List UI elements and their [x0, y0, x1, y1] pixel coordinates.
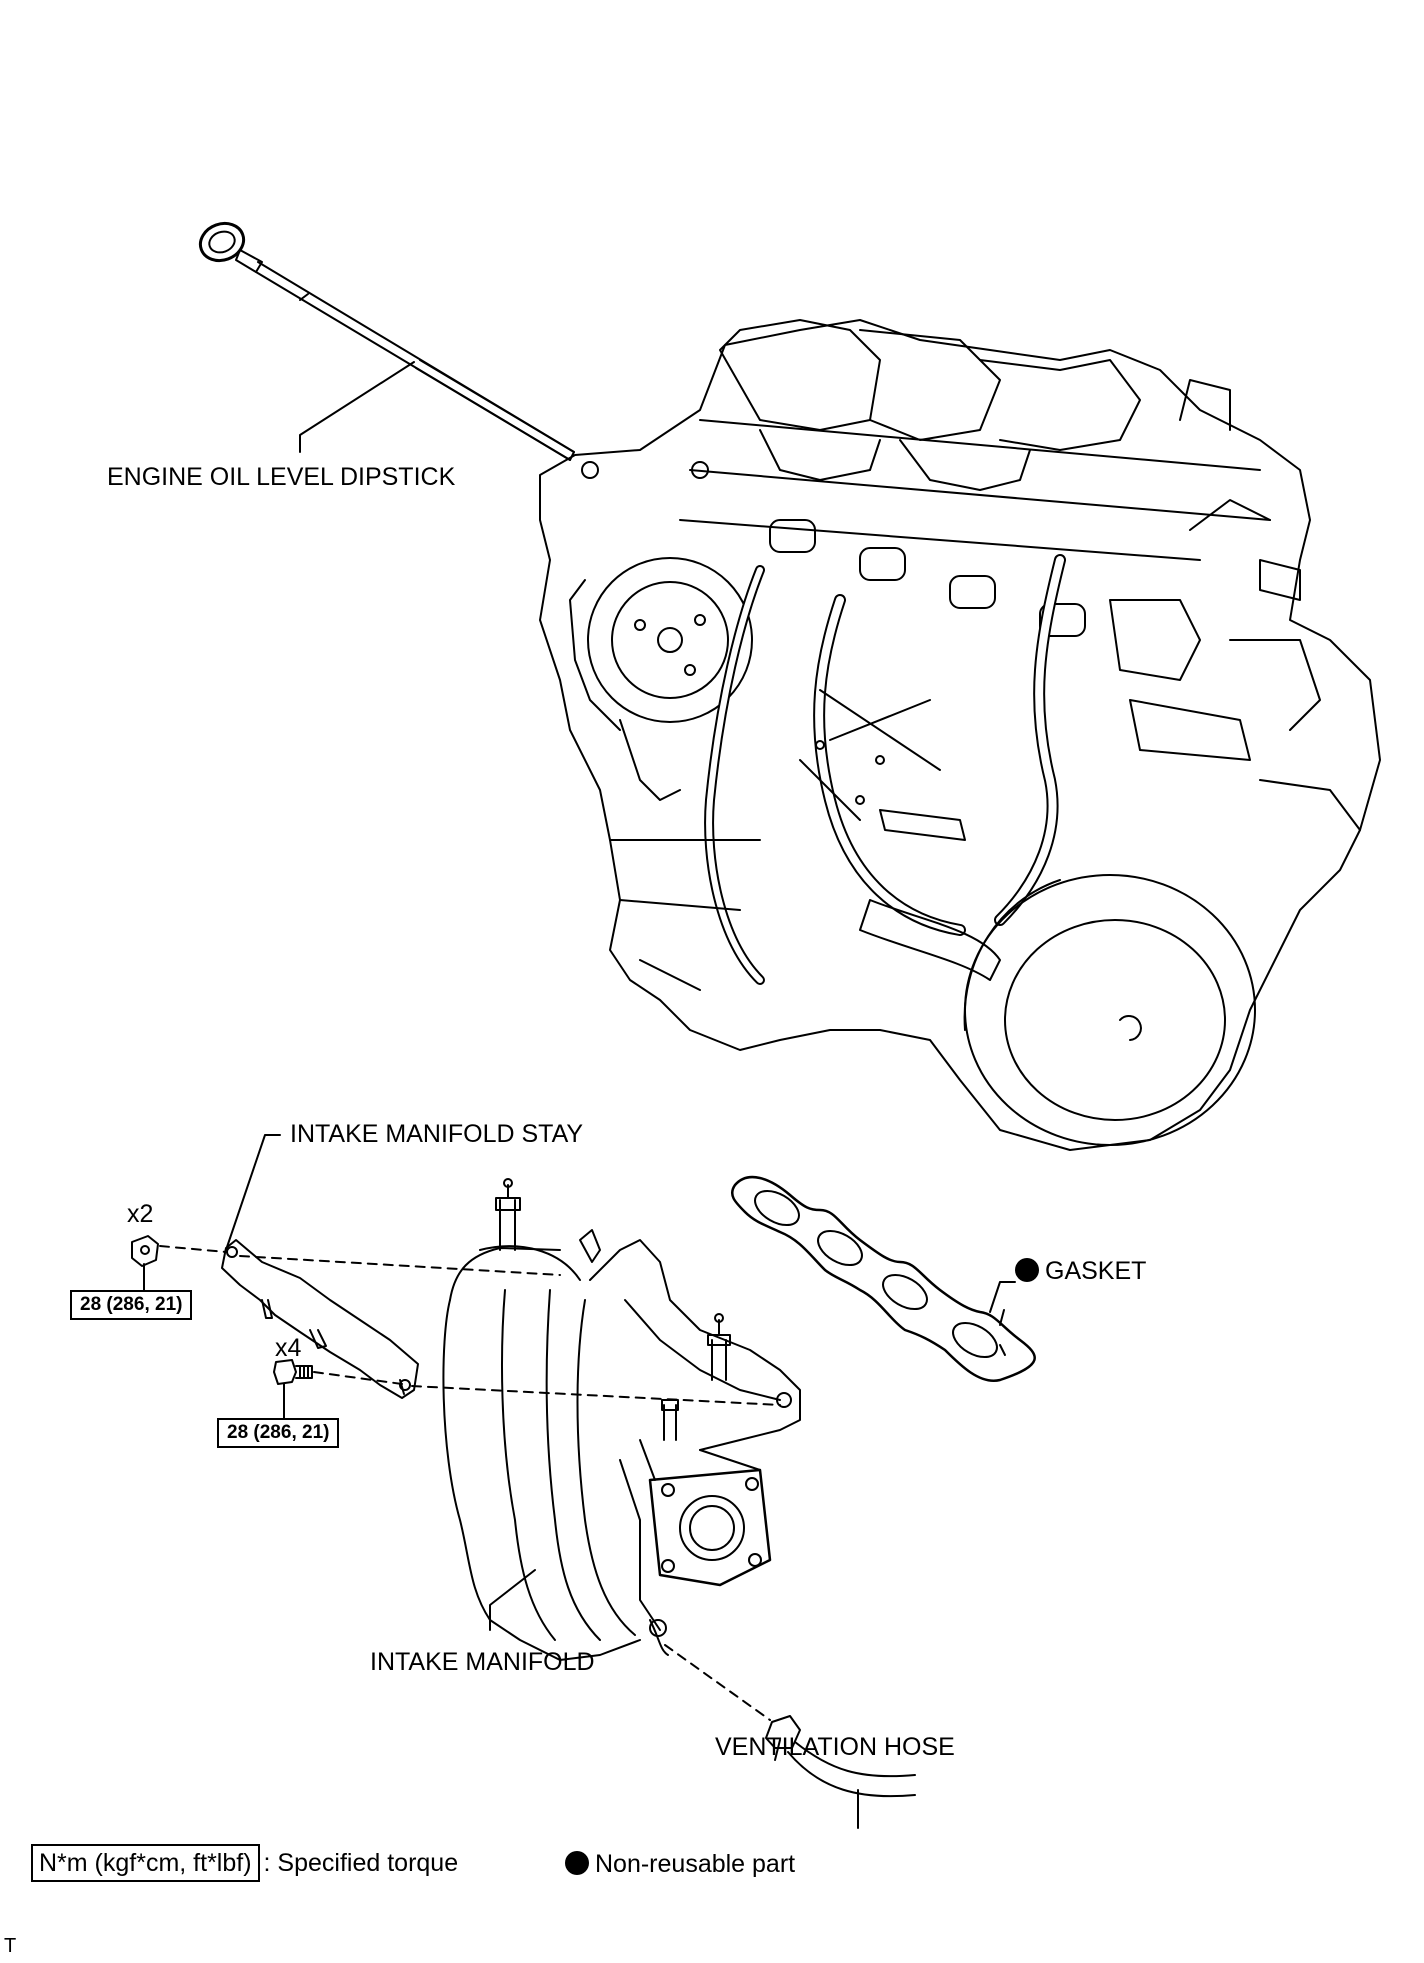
- gasket-leader: [989, 1281, 1016, 1313]
- nut-torque-spec: 28 (286, 21): [70, 1290, 193, 1320]
- non-reusable-legend-icon: [565, 1851, 589, 1875]
- label-gasket: GASKET: [1015, 1258, 1146, 1284]
- engine-oil-level-dipstick: [198, 221, 575, 461]
- dipstick-leader: [299, 361, 415, 453]
- legend-nonreusable-text: Non-reusable part: [595, 1850, 796, 1878]
- legend-torque-desc: : Specified torque: [263, 1849, 459, 1877]
- label-engine-oil-level-dipstick: ENGINE OIL LEVEL DIPSTICK: [107, 463, 456, 491]
- label-intake-manifold: INTAKE MANIFOLD: [370, 1648, 595, 1676]
- label-ventilation-hose: VENTILATION HOSE: [715, 1733, 955, 1761]
- intake-manifold: [442, 1178, 801, 1661]
- label-intake-manifold-stay: INTAKE MANIFOLD STAY: [290, 1120, 584, 1148]
- manifold-leader: [489, 1569, 536, 1631]
- intake-manifold-stay: [221, 1239, 419, 1399]
- flange-nut: [131, 1235, 159, 1267]
- flange-bolt: [273, 1359, 313, 1385]
- engine-assembly: [539, 319, 1381, 1151]
- footer-mark: T: [4, 1935, 17, 1957]
- bolt-quantity: x4: [275, 1334, 302, 1362]
- gasket-text: GASKET: [1045, 1257, 1147, 1285]
- ventilation-hose: [765, 1715, 916, 1798]
- legend-nonreusable: Non-reusable part: [565, 1851, 795, 1877]
- bolt-torque-spec: 28 (286, 21): [217, 1418, 340, 1448]
- legend-torque: N*m (kgf*cm, ft*lbf): Specified torque: [31, 1844, 459, 1882]
- non-reusable-mark-icon: [1015, 1258, 1039, 1282]
- nut-quantity: x2: [127, 1200, 154, 1228]
- stay-leader: [225, 1134, 281, 1251]
- legend-torque-unit: N*m (kgf*cm, ft*lbf): [31, 1844, 260, 1882]
- gasket: [730, 1175, 1036, 1383]
- alignment-lines: [159, 1245, 781, 1721]
